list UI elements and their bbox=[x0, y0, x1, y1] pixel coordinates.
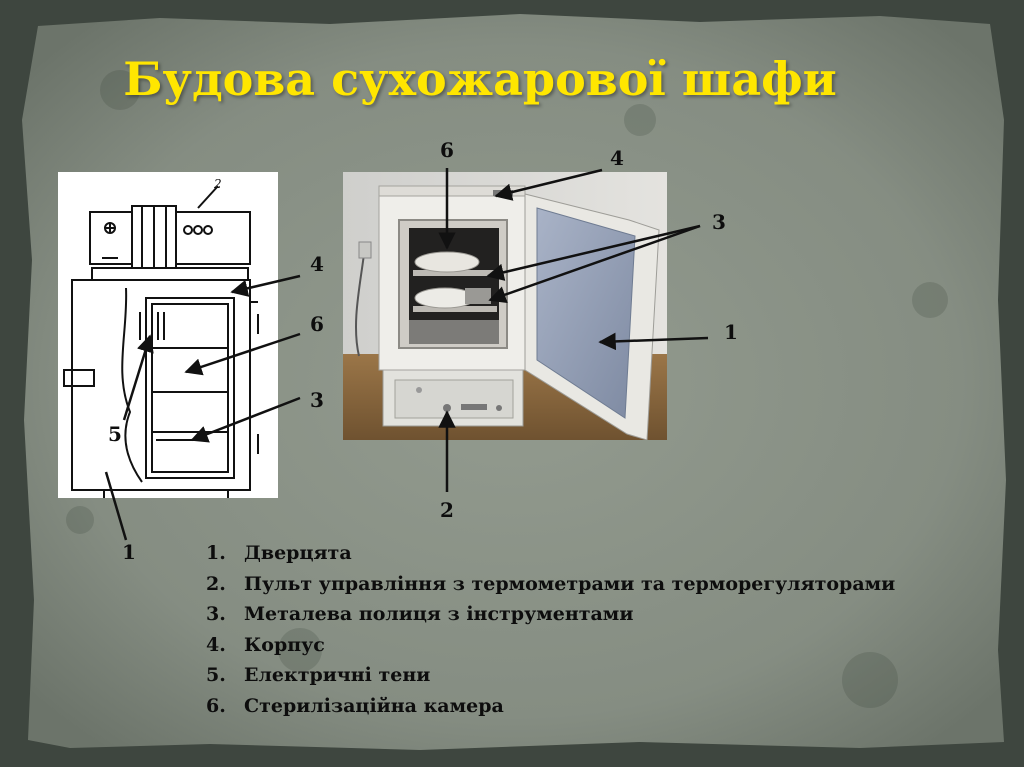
legend-number: 1. bbox=[206, 542, 226, 564]
legend-item: 1. Дверцята bbox=[206, 538, 895, 569]
schematic-label-6: 6 bbox=[310, 312, 324, 336]
legend-list: 1. Дверцята 2. Пульт управління з термомет… bbox=[206, 538, 895, 721]
photo-label-2: 2 bbox=[440, 498, 454, 522]
oven-schematic: 2 bbox=[58, 172, 278, 498]
legend-item: 6. Стерилізаційна камера bbox=[206, 691, 895, 722]
legend-text: Пульт управління з термометрами та термо… bbox=[244, 572, 896, 595]
schematic-chamber bbox=[145, 297, 235, 479]
legend-text: Електричні тени bbox=[244, 664, 431, 686]
legend-text: Корпус bbox=[244, 633, 325, 656]
photo-label-4: 4 bbox=[610, 146, 624, 170]
legend-number: 5. bbox=[206, 664, 226, 686]
legend-text: Дверцята bbox=[244, 542, 352, 564]
schematic-top-label: 2 bbox=[213, 177, 222, 191]
legend-number: 3. bbox=[206, 603, 226, 625]
photo-label-3: 3 bbox=[712, 210, 726, 234]
oven-photo bbox=[343, 172, 667, 440]
legend-item: 2. Пульт управління з термометрами та тер… bbox=[206, 569, 895, 600]
legend-number: 6. bbox=[206, 694, 226, 717]
legend-number: 2. bbox=[206, 572, 226, 595]
legend-text: Металева полиця з інструментами bbox=[244, 603, 634, 625]
legend-number: 4. bbox=[206, 633, 226, 656]
schematic-label-4: 4 bbox=[310, 252, 324, 276]
schematic-label-1: 1 bbox=[122, 540, 136, 564]
legend-item: 3. Металева полиця з інструментами bbox=[206, 599, 895, 630]
photo-label-1: 1 bbox=[724, 320, 738, 344]
slide-title: Будова сухожарової шафи bbox=[123, 52, 837, 106]
legend-item: 4. Корпус bbox=[206, 630, 895, 661]
legend-text: Стерилізаційна камера bbox=[244, 694, 504, 717]
schematic-label-3: 3 bbox=[310, 388, 324, 412]
photo-label-6: 6 bbox=[440, 138, 454, 162]
legend-item: 5. Електричні тени bbox=[206, 660, 895, 691]
schematic-label-5: 5 bbox=[108, 422, 122, 446]
